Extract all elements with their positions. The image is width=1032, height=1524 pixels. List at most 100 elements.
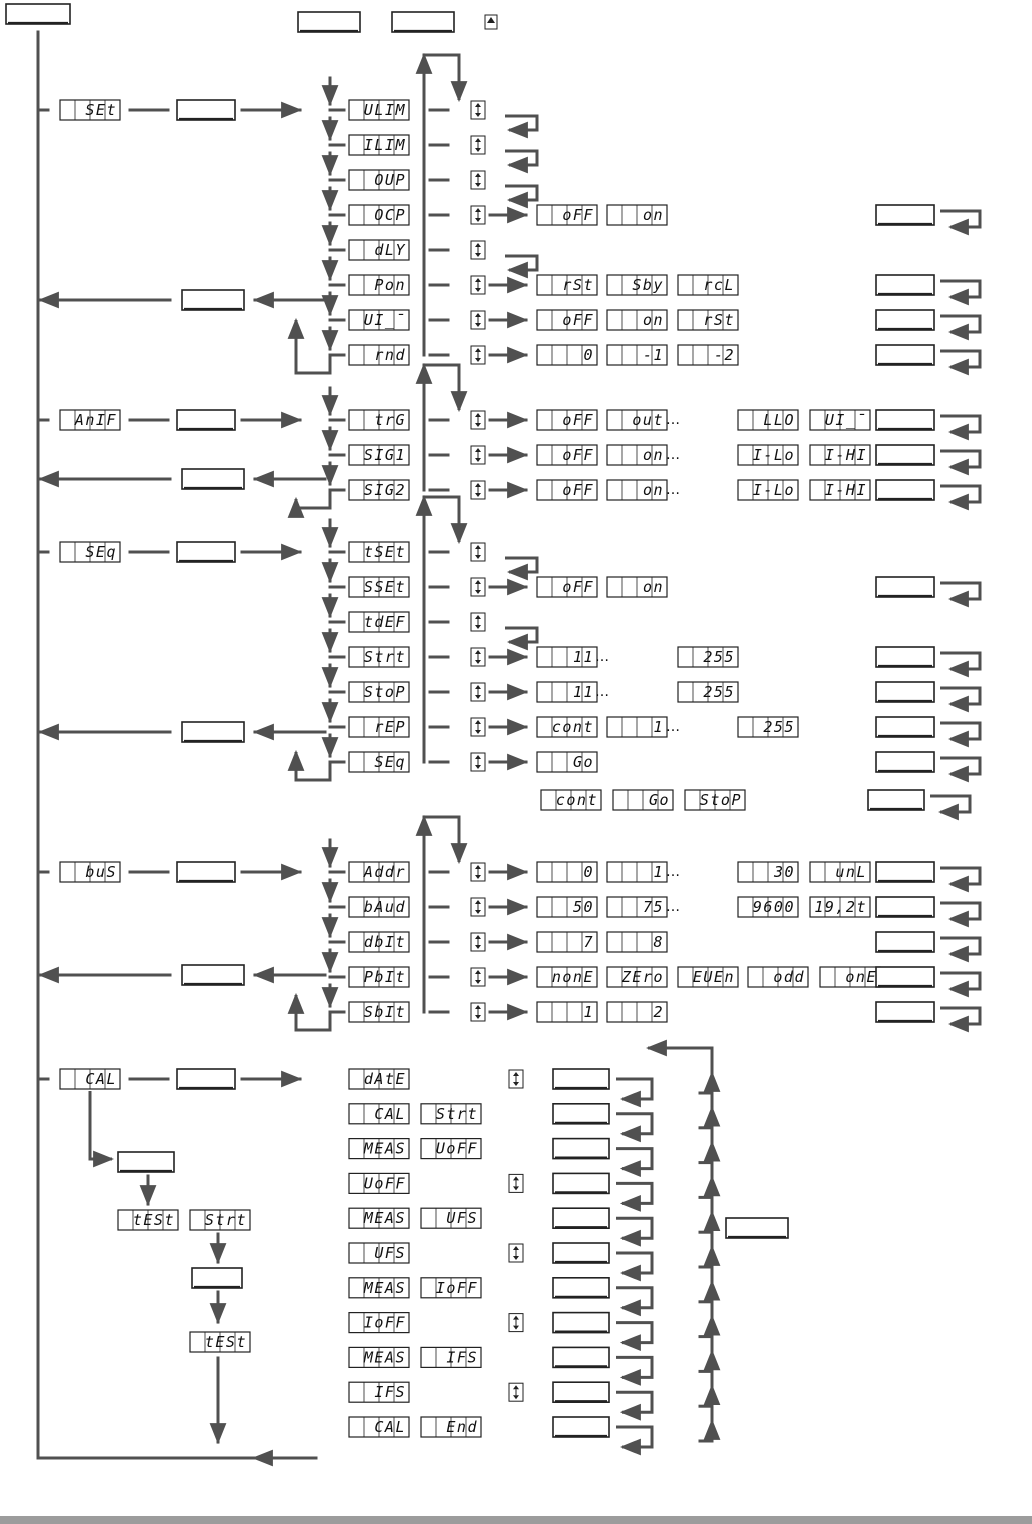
seg-display-label: IFS <box>374 1383 406 1401</box>
seg-display-label: dAtE <box>364 1070 406 1088</box>
up-down-arrow-glyph <box>475 755 481 769</box>
seg-display-label: oFF <box>562 578 594 596</box>
connector-arrow <box>940 686 982 713</box>
seg-display-label: Strt <box>364 648 406 666</box>
connector-lines <box>36 30 982 1467</box>
seg-display-label: rnd <box>374 346 406 364</box>
key-button-icon <box>552 1277 610 1299</box>
connector-arrow <box>940 866 982 893</box>
connector-arrow <box>616 1355 654 1386</box>
seg-display-label: on <box>643 311 664 329</box>
up-down-arrow-glyph <box>475 448 481 462</box>
up-down-arrow-glyph <box>513 1246 519 1260</box>
seg-display-label: I-HI <box>825 481 867 499</box>
key-button-icon <box>176 541 236 563</box>
key-button-icon <box>181 289 245 311</box>
seg-display-label: Go <box>573 753 594 771</box>
seg-display-label: oFF <box>562 446 594 464</box>
seg-display-label: UoFF <box>364 1174 406 1192</box>
up-down-arrow-glyph <box>475 103 481 117</box>
seg-display-label: 11 <box>573 648 594 666</box>
connector-arrow <box>616 1216 654 1247</box>
up-down-arrow-glyph <box>475 348 481 362</box>
connector-arrow <box>940 721 982 748</box>
key-button-icon <box>875 1001 935 1023</box>
key-button-icon <box>725 1217 789 1239</box>
key-button-icon <box>5 3 71 25</box>
seg-display-label: 255 <box>703 683 735 701</box>
up-down-arrow-glyph <box>513 1176 519 1191</box>
seg-display-label: 19,2t <box>814 898 867 916</box>
connector-arrow <box>940 349 982 376</box>
key-button-icon <box>552 1207 610 1229</box>
seg-display-label: OUP <box>374 171 406 189</box>
up-down-arrow-glyph <box>475 1005 481 1019</box>
key-button-icon <box>875 479 935 501</box>
connector-arrow <box>424 53 468 103</box>
seg-display-label: rSt <box>703 311 735 329</box>
seg-display-label: -2 <box>714 346 735 364</box>
up-down-arrow-glyph <box>513 1385 519 1400</box>
connector-arrow <box>940 901 982 928</box>
key-button-icon <box>875 931 935 953</box>
up-down-arrow-glyph <box>475 545 481 559</box>
seg-display-label: IoFF <box>436 1279 478 1297</box>
key-button-icon <box>875 751 935 773</box>
seg-display-label: Strt <box>205 1211 247 1229</box>
key-button-icon <box>552 1103 610 1125</box>
key-button-icon <box>552 1172 610 1195</box>
seg-display-label: 2 <box>653 1003 664 1021</box>
seg-display-label: 255 <box>763 718 795 736</box>
seg-display-label: 11 <box>573 683 594 701</box>
seg-display-label: rcL <box>703 276 735 294</box>
seg-display-label: unL <box>835 863 867 881</box>
seg-display-label: StoP <box>364 683 406 701</box>
seg-display-label: out <box>632 411 664 429</box>
ellipsis-label: … <box>666 412 680 428</box>
key-button-icon <box>875 576 935 598</box>
connector-arrow <box>940 651 982 678</box>
key-button-icon <box>181 964 245 986</box>
seg-display-label: MEAS <box>363 1348 406 1366</box>
seg-display-label: Addr <box>363 863 406 881</box>
seg-display-label: dbIt <box>364 933 406 951</box>
connector-arrow <box>616 1321 654 1351</box>
seg-display-label: buS <box>85 863 117 881</box>
up-down-arrow-glyph <box>475 900 481 914</box>
seg-display-label: oFF <box>562 481 594 499</box>
seg-display-label: AnIF <box>74 411 117 429</box>
seg-display-label: bAud <box>364 898 406 916</box>
ellipsis-label: … <box>595 684 609 700</box>
key-button-icon <box>875 896 935 918</box>
seg-display-label: oFF <box>562 206 594 224</box>
seg-display-label: SIG2 <box>364 481 406 499</box>
seg-display-label: MEAS <box>363 1140 406 1158</box>
seg-display-label: 30 <box>773 863 795 881</box>
key-button-icon <box>875 716 935 738</box>
key-button-icon <box>176 99 236 121</box>
seg-display-label: rEP <box>374 718 406 736</box>
connector-arrow <box>616 1251 654 1282</box>
key-button-icon <box>552 1381 610 1403</box>
key-button-icon <box>297 11 361 33</box>
connector-arrow <box>287 490 332 518</box>
up-down-arrow-glyph <box>513 1315 519 1330</box>
connector-arrow <box>940 314 982 341</box>
seg-display-label: 9600 <box>753 898 795 916</box>
ellipsis-label: … <box>666 482 680 498</box>
key-button-icon <box>875 274 935 296</box>
seg-display-label: odd <box>773 968 805 986</box>
key-button-icon <box>875 409 935 431</box>
connector-arrow <box>616 1425 654 1456</box>
seg-display-label: on <box>643 446 664 464</box>
key-button-icon <box>875 344 935 366</box>
seg-display-label: End <box>446 1418 478 1436</box>
connector-arrow <box>616 1077 654 1108</box>
key-button-icon <box>875 861 935 883</box>
up-down-arrow-glyph <box>475 243 481 257</box>
key-button-icon <box>552 1346 610 1369</box>
up-down-arrow-glyph <box>475 313 481 327</box>
seg-display-label: SbIt <box>364 1003 406 1021</box>
key-button-icon <box>552 1416 610 1438</box>
seg-display-label: onE <box>845 968 877 986</box>
